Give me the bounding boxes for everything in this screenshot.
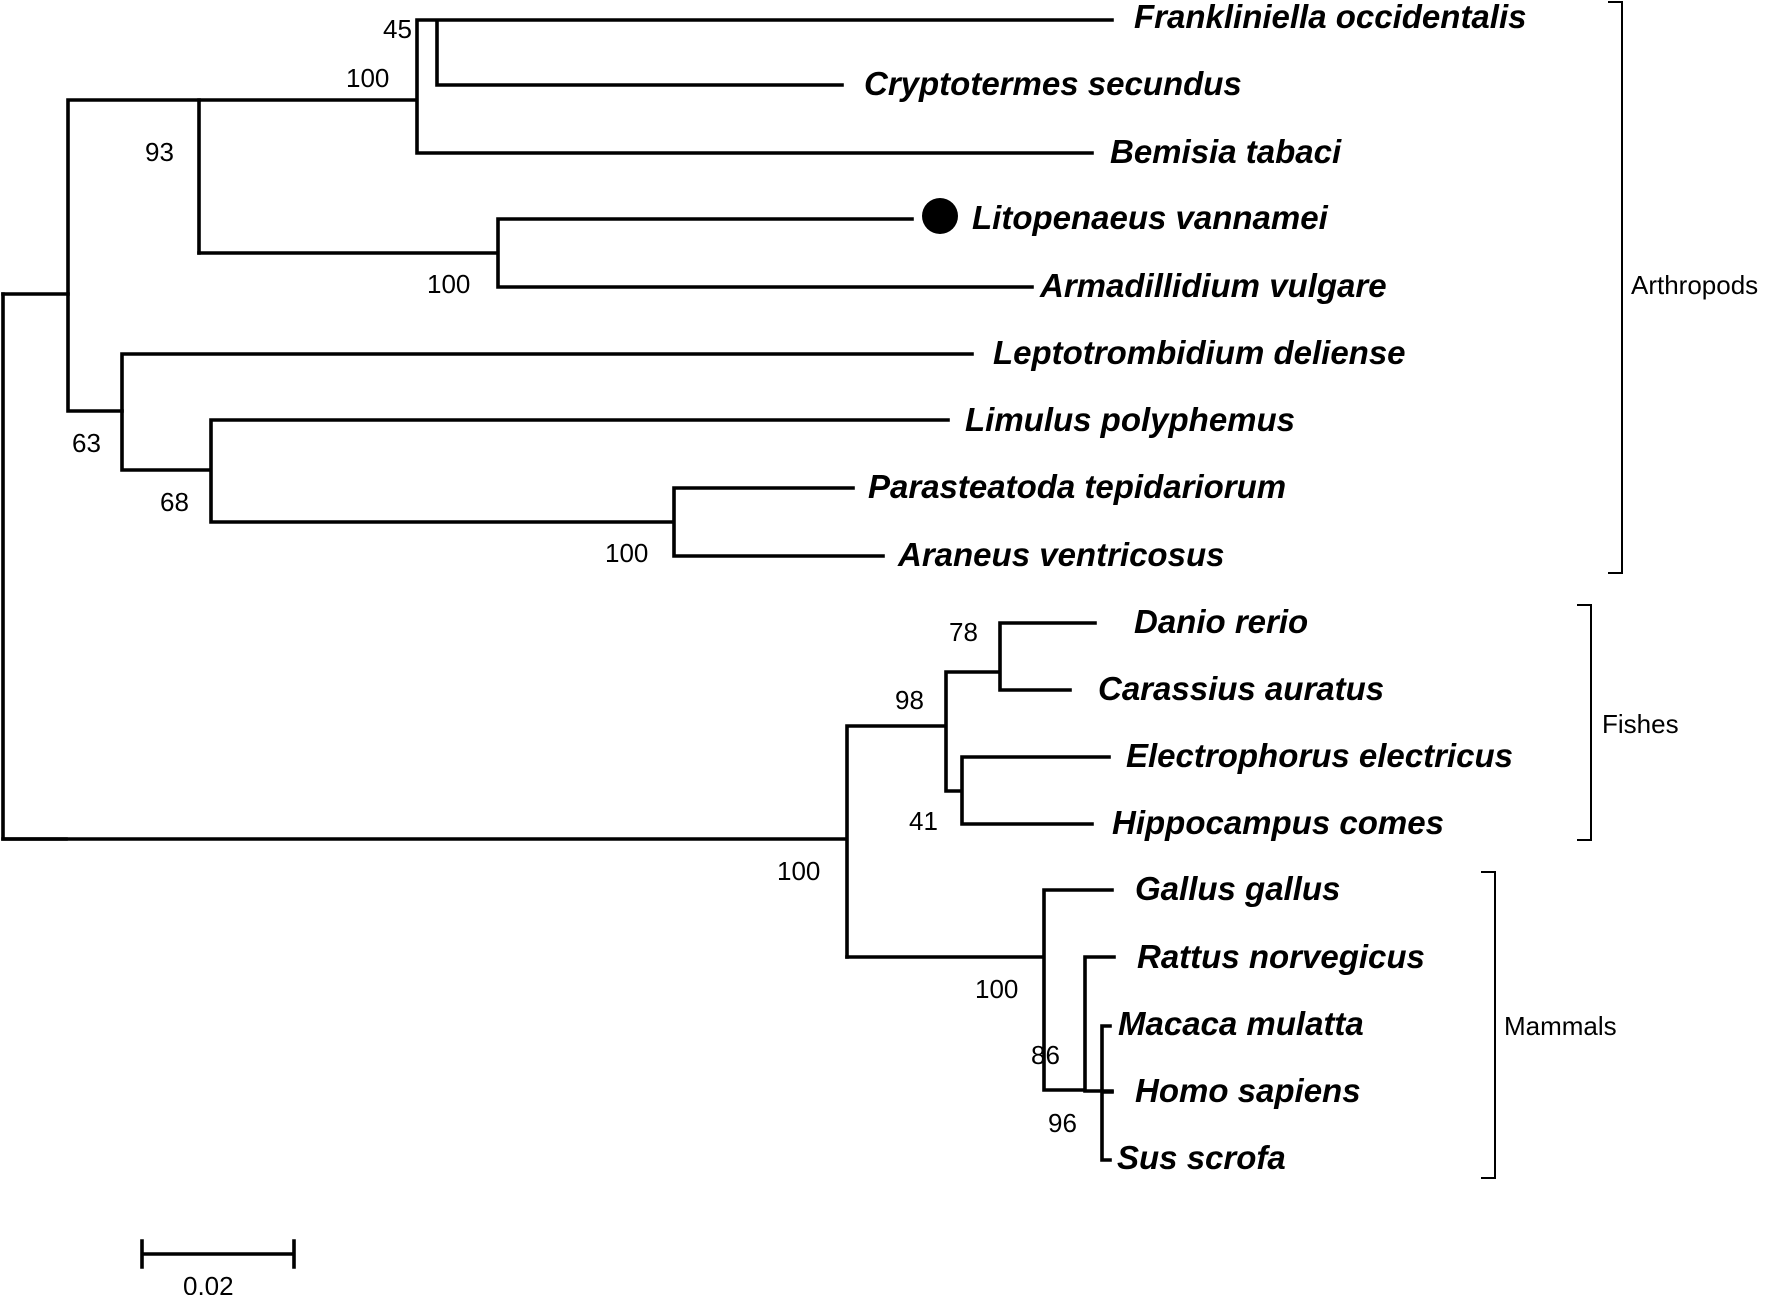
bootstrap-value: 86: [1031, 1040, 1060, 1070]
bootstrap-value: 100: [427, 269, 470, 299]
bootstrap-value: 93: [145, 137, 174, 167]
taxon-label: Sus scrofa: [1117, 1139, 1286, 1176]
taxon-label: Gallus gallus: [1135, 870, 1340, 907]
taxon-label: Cryptotermes secundus: [864, 65, 1242, 102]
taxon-label: Carassius auratus: [1098, 670, 1384, 707]
bootstrap-value: 100: [605, 538, 648, 568]
bootstrap-value: 68: [160, 487, 189, 517]
taxon-label: Macaca mulatta: [1118, 1005, 1364, 1042]
taxon-label: Rattus norvegicus: [1137, 938, 1425, 975]
bootstrap-value: 78: [949, 617, 978, 647]
bracket-fishes: [1577, 604, 1592, 841]
bootstrap-value: 96: [1048, 1108, 1077, 1138]
group-label-fishes: Fishes: [1602, 709, 1679, 739]
taxon-label: Araneus ventricosus: [897, 536, 1224, 573]
bootstrap-value: 98: [895, 685, 924, 715]
taxon-label: Leptotrombidium deliense: [993, 334, 1406, 371]
bracket-arthropods: [1608, 1, 1623, 574]
group-label-mammals: Mammals: [1504, 1011, 1617, 1041]
taxon-label: Homo sapiens: [1135, 1072, 1361, 1109]
scale-bar: 0.02: [140, 1239, 296, 1295]
taxon-label: Hippocampus comes: [1112, 804, 1444, 841]
taxon-label: Bemisia tabaci: [1110, 133, 1342, 170]
bootstrap-value: 63: [72, 428, 101, 458]
taxon-label: Litopenaeus vannamei: [972, 199, 1329, 236]
bootstrap-value: 45: [383, 14, 412, 44]
bootstrap-value: 100: [975, 974, 1018, 1004]
bracket-mammals: [1481, 871, 1496, 1179]
scale-bar-label: 0.02: [183, 1271, 234, 1295]
tree-branches: [1, 18, 1116, 1162]
taxon-label: Parasteatoda tepidariorum: [868, 468, 1286, 505]
highlight-dot-icon: [922, 198, 958, 234]
bootstrap-value: 41: [909, 806, 938, 836]
group-label-arthropods: Arthropods: [1631, 270, 1758, 300]
taxon-label: Limulus polyphemus: [965, 401, 1295, 438]
bootstrap-value: 100: [777, 856, 820, 886]
group-brackets: Arthropods Fishes Mammals: [1481, 1, 1758, 1179]
taxon-label: Danio rerio: [1134, 603, 1308, 640]
taxon-labels: Frankliniella occidentalis Cryptotermes …: [864, 0, 1526, 1176]
taxon-label: Frankliniella occidentalis: [1134, 0, 1526, 35]
taxon-label: Armadillidium vulgare: [1039, 267, 1387, 304]
bootstrap-value: 100: [346, 63, 389, 93]
taxon-label: Electrophorus electricus: [1126, 737, 1513, 774]
support-values: 45 100 93 100 63 68 100 78 98 41 100 100…: [72, 14, 1077, 1138]
